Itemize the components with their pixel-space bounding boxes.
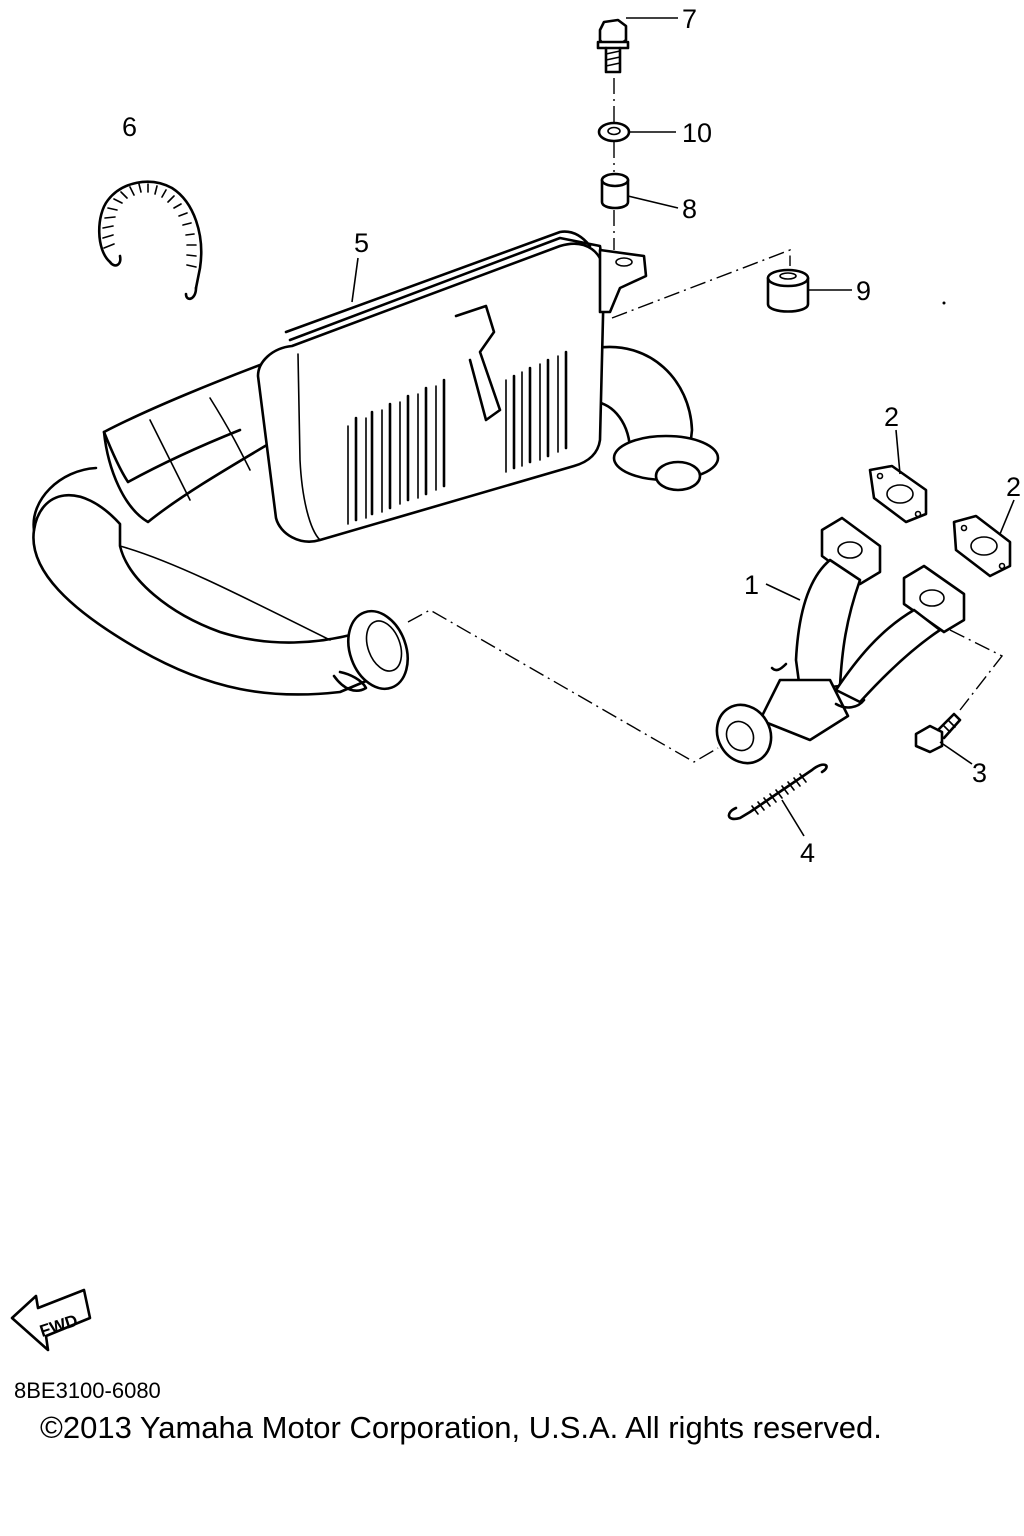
callout-8: 8	[682, 194, 697, 224]
part-4-spring	[727, 763, 828, 821]
copyright-text: ©2013 Yamaha Motor Corporation, U.S.A. A…	[40, 1410, 882, 1445]
part-8-collar	[600, 172, 630, 210]
assembly-line-pipe	[407, 609, 719, 763]
callout-4: 4	[800, 838, 815, 868]
part-7-bolt	[596, 18, 630, 74]
assembly-line-grommet	[611, 248, 791, 319]
leader-5	[351, 257, 359, 303]
callout-1: 1	[744, 570, 759, 600]
part-9-grommet	[766, 268, 810, 313]
speck-mark	[942, 301, 946, 305]
leader-1	[765, 583, 801, 601]
callout-7: 7	[682, 4, 697, 34]
fwd-arrow: FWD	[10, 1288, 92, 1352]
callout-9: 9	[856, 276, 871, 306]
muffler-inlet-pipe	[32, 466, 409, 696]
assembly-line-bolt	[949, 629, 1004, 711]
callout-5: 5	[354, 228, 369, 258]
leader-2a	[895, 429, 901, 475]
leader-2b	[999, 499, 1015, 535]
callout-10: 10	[682, 118, 712, 148]
leader-4	[781, 799, 805, 837]
part-2-gasket-a	[868, 464, 928, 524]
part-1-manifold	[715, 516, 966, 765]
part-6-spring	[97, 180, 203, 301]
part-10-washer	[597, 121, 631, 143]
callout-3: 3	[972, 758, 987, 788]
part-5-muffler	[102, 230, 720, 543]
callout-2a: 2	[884, 402, 899, 432]
callout-6: 6	[122, 112, 137, 142]
callout-2b: 2	[1006, 472, 1021, 502]
diagram-code: 8BE3100-6080	[14, 1378, 161, 1403]
leader-3	[939, 741, 973, 765]
part-3-bolt	[914, 712, 962, 754]
part-2-gasket-b	[952, 514, 1012, 578]
leader-8	[627, 195, 679, 209]
